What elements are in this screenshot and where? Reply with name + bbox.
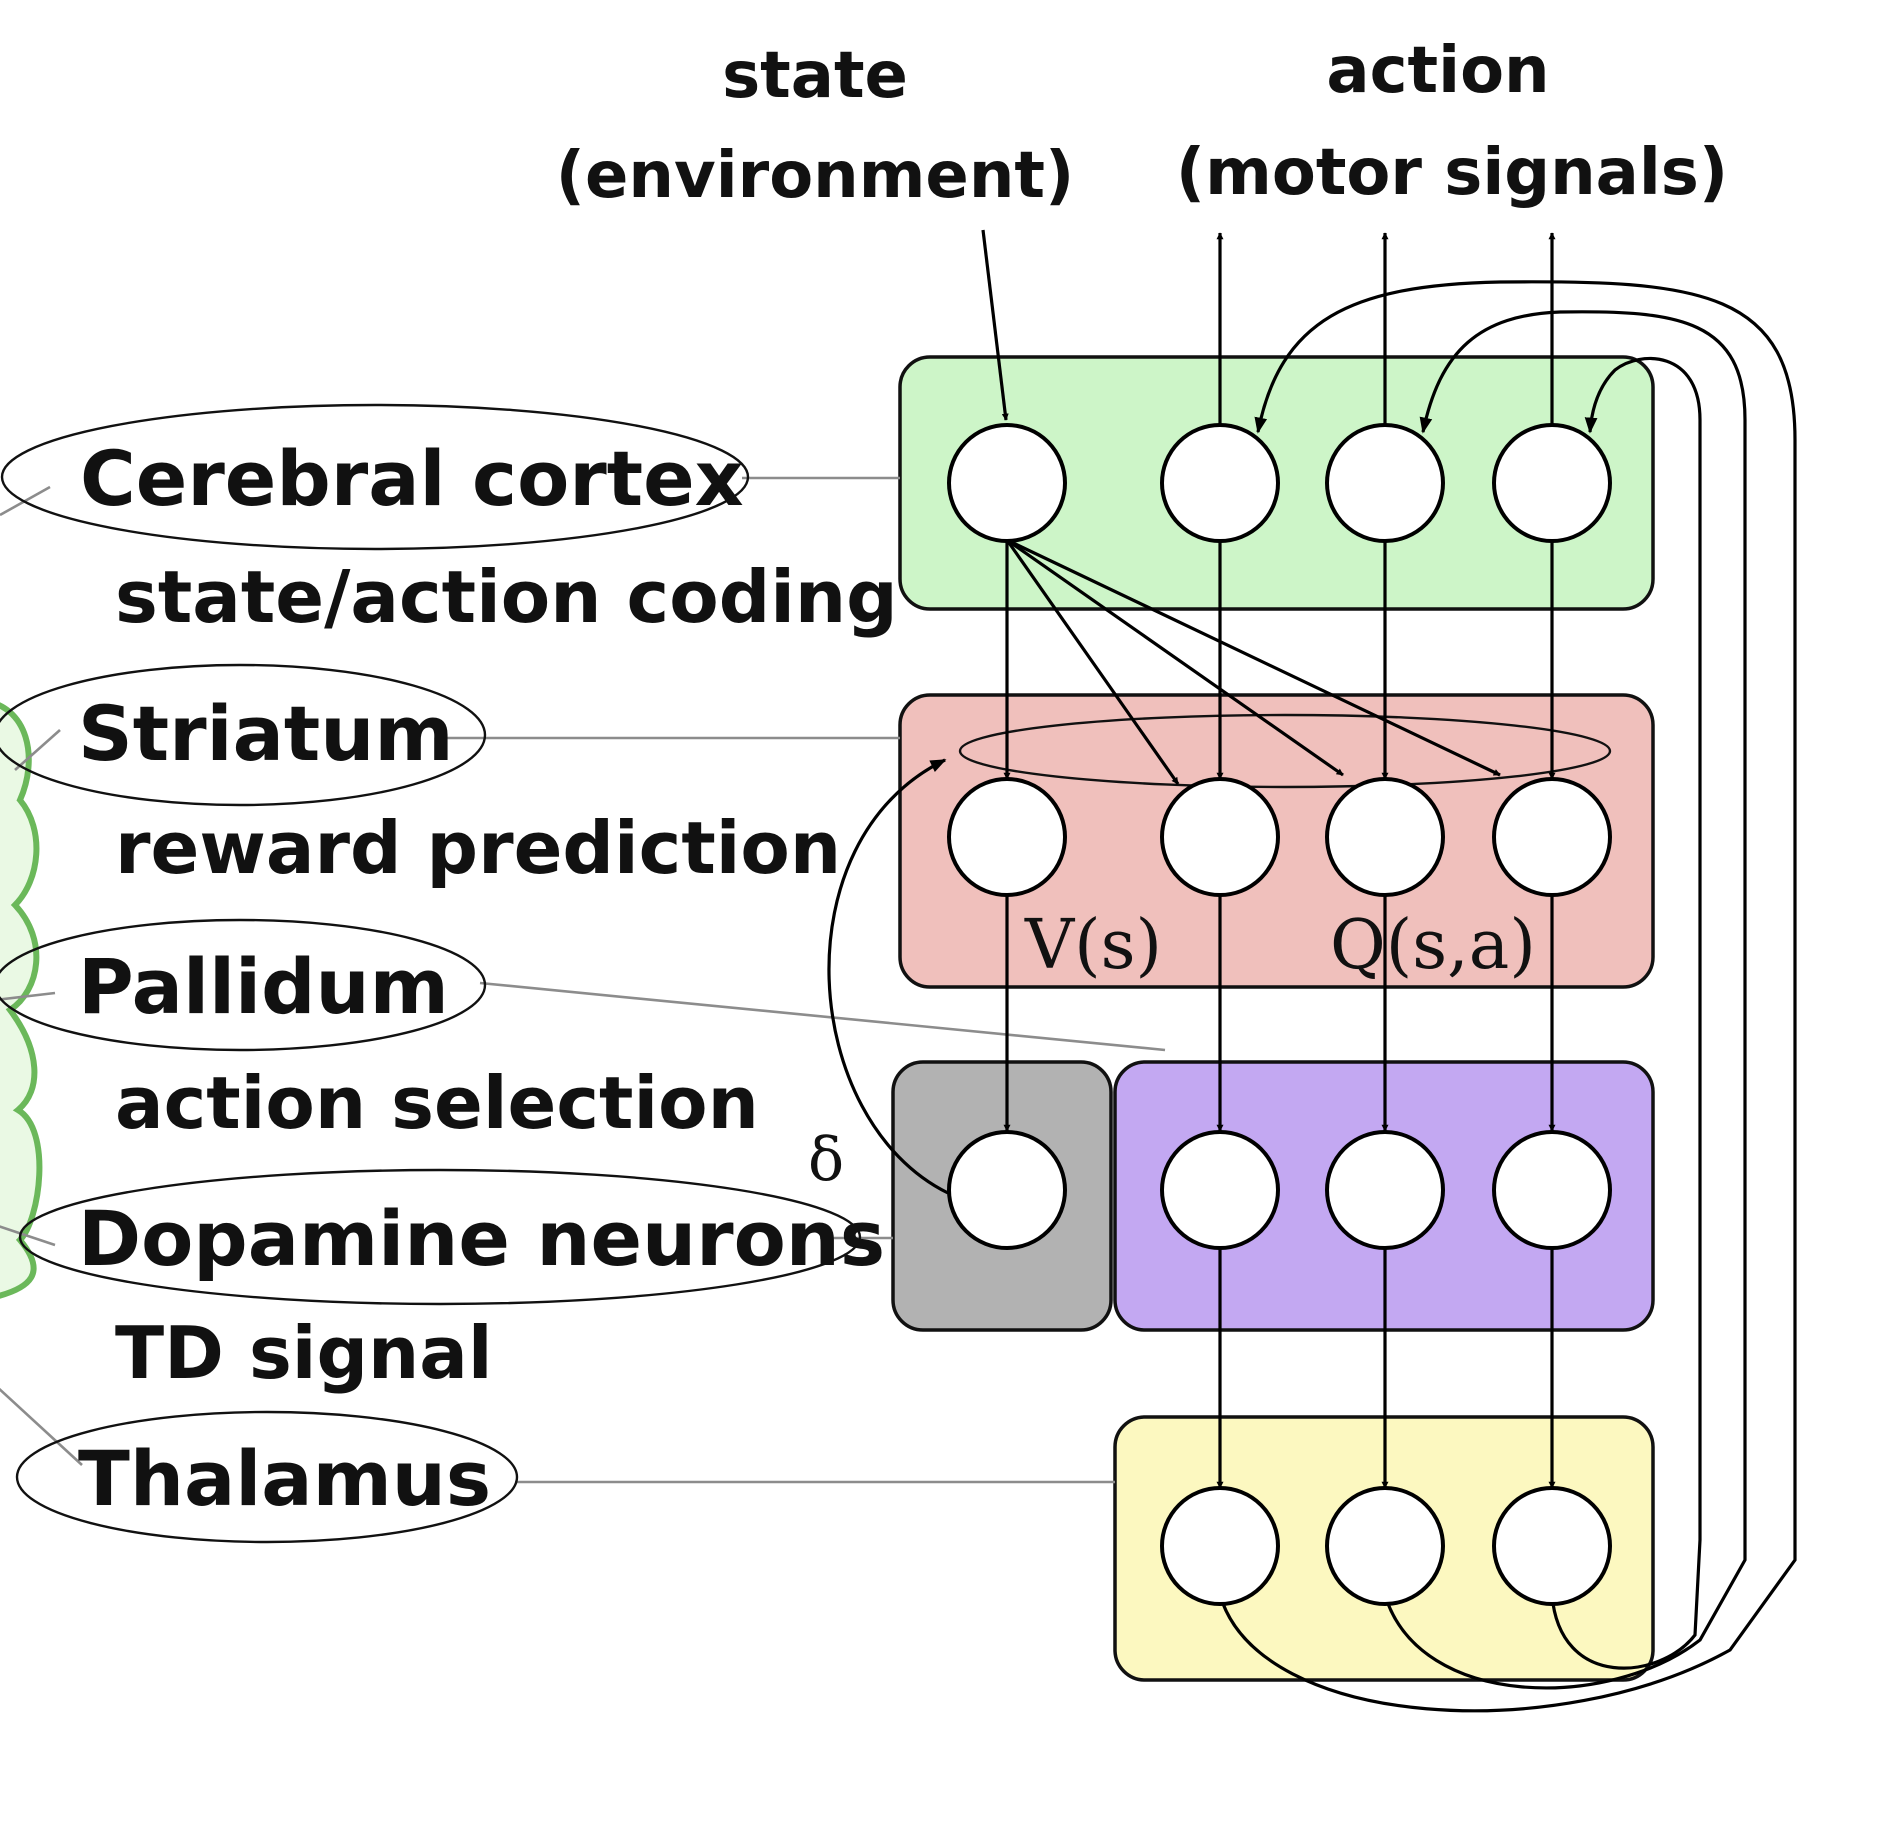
q-value-label: Q(s,a) [1330,906,1536,985]
fan-arrow-1 [1005,539,1180,785]
striatum-function: reward prediction [115,806,841,890]
striatum-q-neuron-3 [1492,777,1612,897]
loop-2 [1383,310,1747,1690]
pallidum-left-leader [0,991,56,1001]
cortex-state-neuron [947,423,1067,543]
dopamine-label-oval [18,1168,862,1306]
neurons [947,423,1612,1606]
striatum-name: Striatum [78,689,454,778]
pallidum-name: Pallidum [78,942,449,1031]
action-sublabel: (motor signals) [1176,136,1728,210]
cortex-label-oval [0,403,750,551]
cortex-name: Cerebral cortex [80,434,744,523]
thalamus-neuron-1 [1160,1486,1280,1606]
striatum-left-leader [14,729,61,771]
dopamine-name: Dopamine neurons [78,1194,885,1283]
dopamine-function: TD signal [115,1311,493,1395]
state-input-arrow [981,229,1009,421]
pallidum-leader [479,981,1166,1052]
cortex-action-neuron-1 [1160,423,1280,543]
pallidum-function: action selection [115,1061,759,1145]
loop-1 [1218,280,1797,1713]
thalamus-label-oval [15,1410,519,1544]
delta-label: δ [808,1125,844,1195]
vertical-connections [981,229,1556,1489]
pallidum-label-oval [0,918,487,1052]
striatum-value-neuron [947,777,1067,897]
state-label: state [722,39,908,113]
thalamocortical-loops [1218,280,1797,1713]
cortex-action-neuron-2 [1325,423,1445,543]
value-function-label: V(s) [1024,906,1162,985]
thalamus-neuron-3 [1492,1486,1612,1606]
thalamus-left-leader [0,1387,83,1466]
dopamine-neuron [947,1130,1067,1250]
cortex-action-neuron-3 [1492,423,1612,543]
dopamine-left-leader [0,1225,56,1247]
loop-3 [1550,357,1702,1670]
cortex-function: state/action coding [115,555,898,639]
striatum-label-oval [0,663,487,807]
pallidum-neuron-2 [1325,1130,1445,1250]
pallidum-neuron-1 [1160,1130,1280,1250]
thalamus-name: Thalamus [78,1434,491,1523]
striatum-grouping-oval [958,713,1612,789]
pallidum-neuron-3 [1492,1130,1612,1250]
fan-arrow-2 [1006,538,1344,777]
striatum-q-neuron-1 [1160,777,1280,897]
td-feedback-arrow [827,758,949,1195]
striatum-q-neuron-2 [1325,777,1445,897]
state-sublabel: (environment) [556,139,1074,213]
fan-arrow-3 [1006,538,1501,777]
thalamus-neuron-2 [1325,1486,1445,1606]
action-label: action [1326,34,1549,108]
